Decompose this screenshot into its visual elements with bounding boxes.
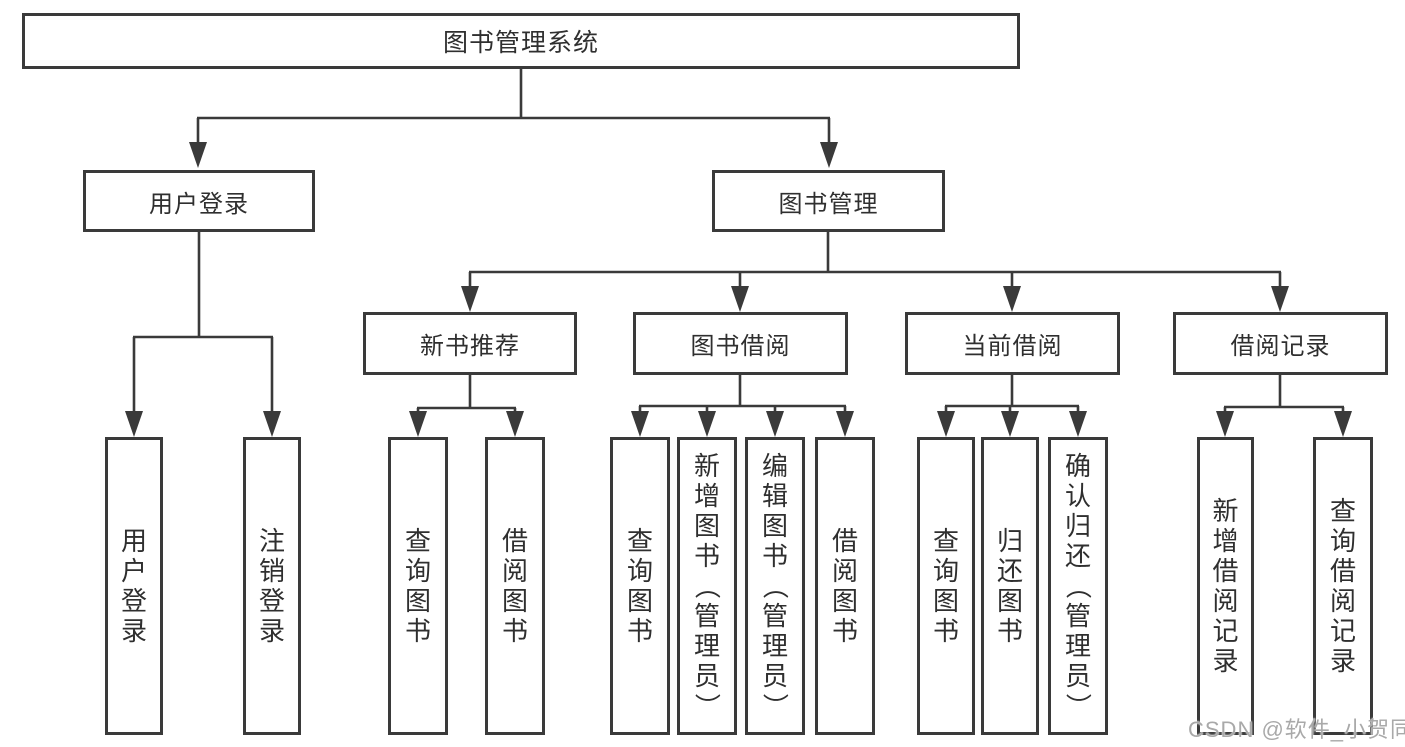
leaf-add-book-admin: 新增图书（管理员） [677,437,737,735]
leaf-query-borrow-record: 查询借阅记录 [1313,437,1373,735]
connector-bookmgmt-to-level3 [468,232,1282,289]
leaf-query-books-recommend: 查询图书 [388,437,448,735]
connector-userlogin-to-leaves [132,232,274,414]
leaf-borrow-books-recommend: 借阅图书 [485,437,545,735]
leaf-logout: 注销登录 [243,437,301,735]
leaf-query-books-current: 查询图书 [917,437,975,735]
node-user-login: 用户登录 [83,170,315,232]
connector-current-to-leaves [944,375,1080,414]
connector-records-to-leaves [1223,375,1345,414]
leaf-borrow-books: 借阅图书 [815,437,875,735]
leaf-edit-book-admin: 编辑图书（管理员） [745,437,805,735]
connector-newbook-to-leaves [416,375,517,414]
connector-root-to-level2 [196,69,831,145]
node-root: 图书管理系统 [22,13,1020,69]
leaf-return-book: 归还图书 [981,437,1039,735]
node-borrow-records: 借阅记录 [1173,312,1388,375]
arrowheads [125,142,1352,437]
node-new-book-recommend: 新书推荐 [363,312,577,375]
leaf-user-login: 用户登录 [105,437,163,735]
node-current-borrow: 当前借阅 [905,312,1120,375]
leaf-confirm-return-admin: 确认归还（管理员） [1048,437,1108,735]
leaf-query-books-borrow: 查询图书 [610,437,670,735]
node-book-management: 图书管理 [712,170,945,232]
leaf-add-borrow-record: 新增借阅记录 [1197,437,1254,735]
node-book-borrow: 图书借阅 [633,312,848,375]
csdn-watermark: CSDN @软件_小贺同学 [1188,717,1405,742]
connector-borrow-to-leaves [638,375,847,414]
